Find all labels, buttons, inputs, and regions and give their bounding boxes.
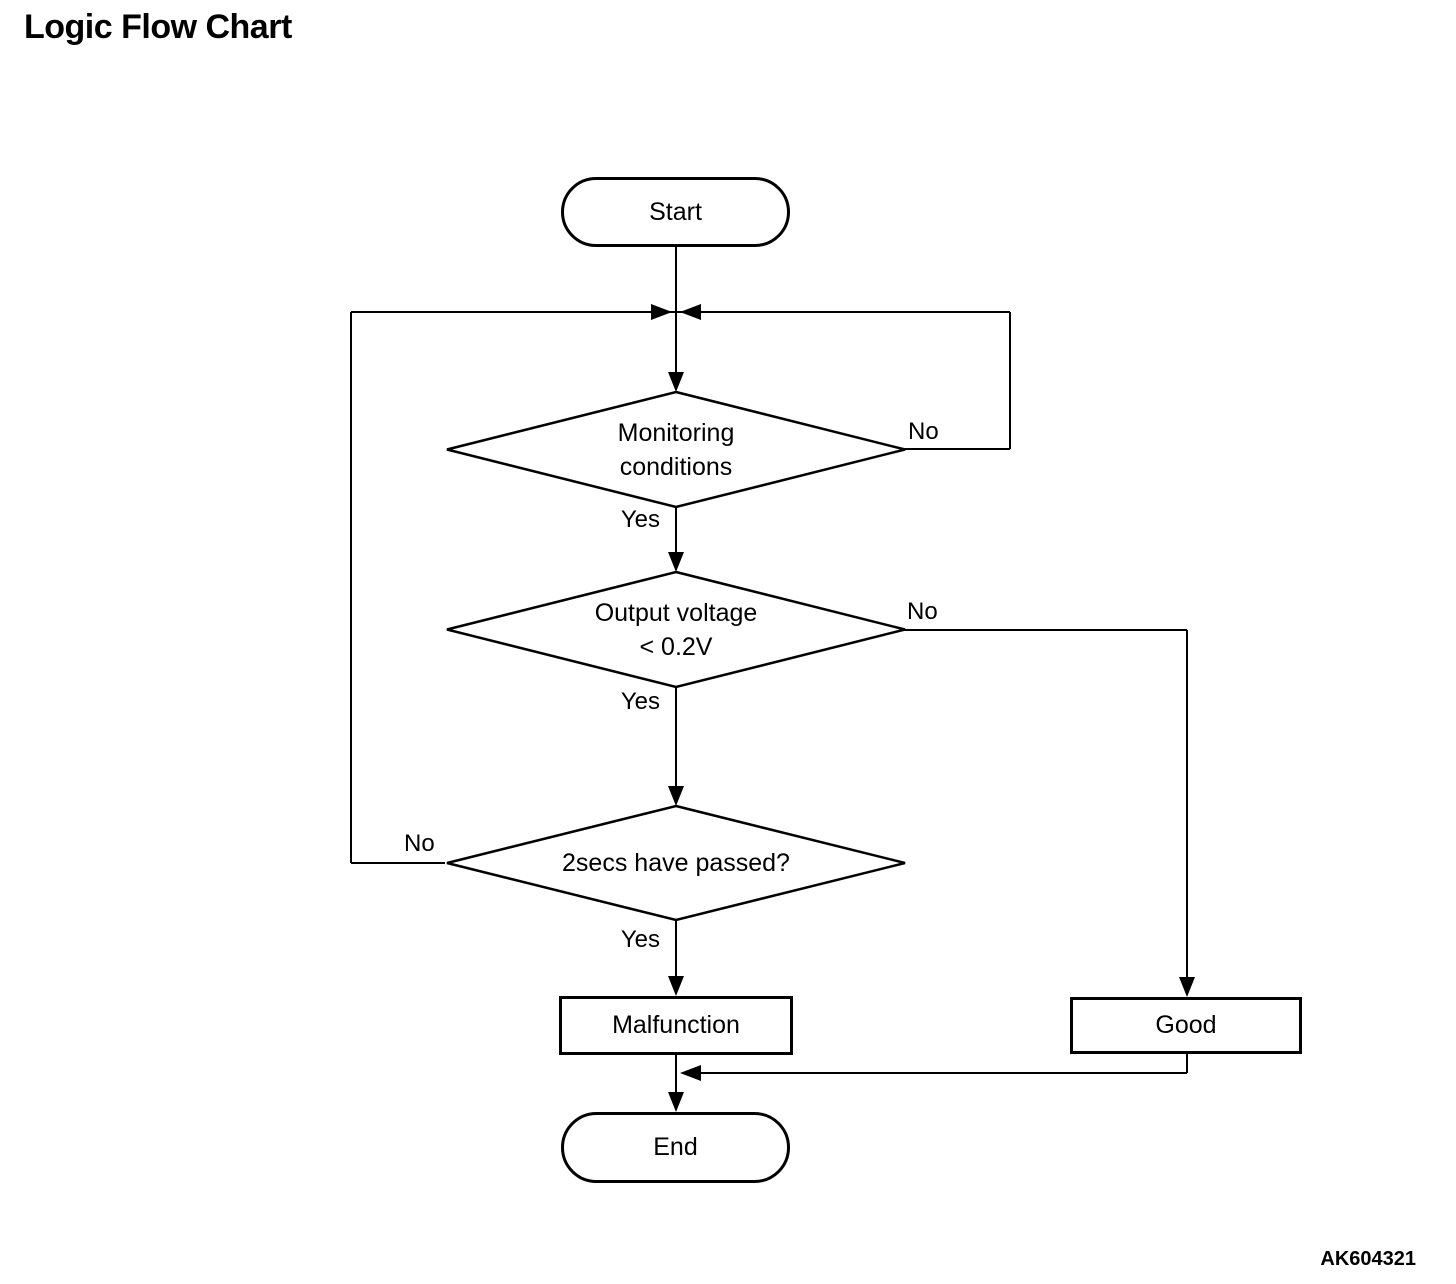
2secs-no-label: No: [404, 830, 435, 857]
arrowhead-into-2secs-icon: [668, 786, 684, 806]
edge-voltage-no-to-good: [905, 629, 1188, 981]
start-node: Start: [561, 177, 790, 247]
edge-2secs-no-loop: [350, 312, 445, 864]
end-node: End: [561, 1112, 790, 1183]
arrowhead-into-monitoring-icon: [668, 372, 684, 392]
voltage-yes-label: Yes: [620, 688, 660, 715]
arrowhead-merge-left-icon: [680, 1065, 701, 1081]
end-node-label: End: [653, 1133, 698, 1161]
edge-good-to-merge: [698, 1054, 1188, 1074]
decision-voltage-shape: [446, 570, 906, 689]
good-node: Good: [1070, 997, 1302, 1054]
arrowhead-junction-left-icon: [680, 304, 701, 320]
arrowhead-into-voltage-icon: [668, 552, 684, 572]
monitoring-yes-label: Yes: [620, 506, 660, 533]
arrowhead-into-good-icon: [1179, 977, 1195, 997]
arrowhead-into-end-icon: [668, 1092, 684, 1112]
arrowhead-into-malfunction-icon: [668, 976, 684, 996]
good-node-label: Good: [1155, 1011, 1217, 1039]
figure-code: AK604321: [1320, 1248, 1416, 1270]
voltage-no-label: No: [907, 598, 938, 625]
malfunction-node-label: Malfunction: [612, 1011, 740, 1039]
monitoring-no-label: No: [908, 418, 939, 445]
decision-2secs-shape: [446, 804, 906, 922]
edge-monitoring-no-loop: [905, 312, 1011, 450]
2secs-yes-label: Yes: [620, 926, 660, 953]
start-node-label: Start: [649, 197, 702, 226]
page-title: Logic Flow Chart: [24, 8, 292, 46]
malfunction-node: Malfunction: [559, 996, 793, 1055]
arrowhead-junction-right-icon: [651, 304, 672, 320]
decision-monitoring-shape: [446, 390, 906, 509]
